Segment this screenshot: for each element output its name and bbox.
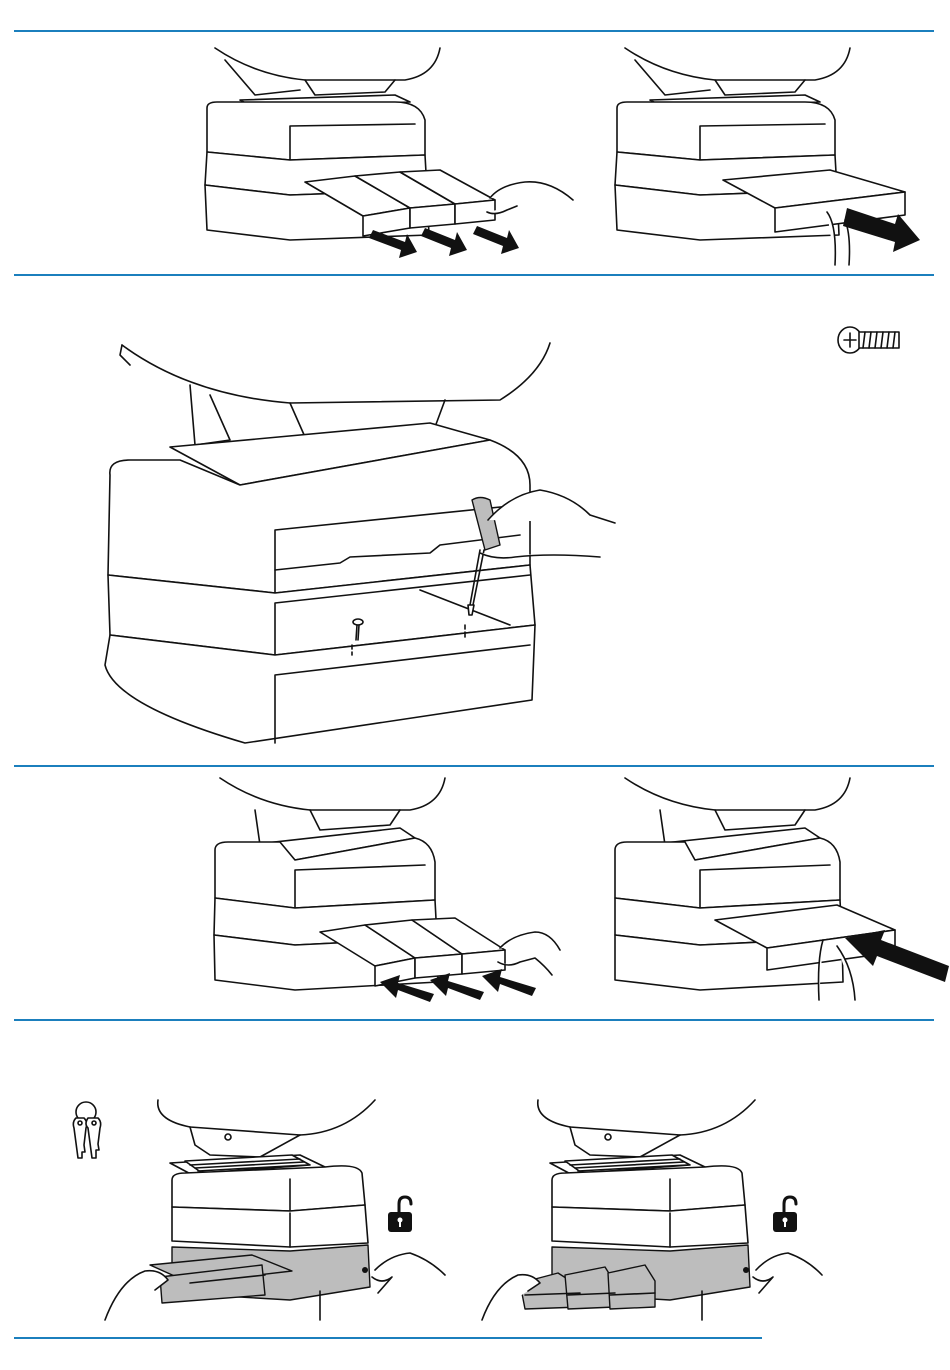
section-rule-bottom — [14, 1337, 762, 1339]
push-arrow-icon — [482, 969, 536, 996]
pull-arrow-icon — [473, 226, 519, 254]
hand-icon — [487, 182, 573, 214]
drawer-lock-icon — [362, 1267, 368, 1273]
unlock-padlock-icon — [770, 1194, 804, 1234]
section-rule-3 — [14, 1019, 934, 1021]
section-rule-2 — [14, 765, 934, 767]
panel-remove-large-drawer — [605, 40, 935, 270]
panel-insert-small-drawers — [200, 770, 590, 1010]
pull-arrow-icon — [421, 228, 467, 256]
drawer-module-highlighted — [150, 1245, 370, 1320]
unlock-padlock-icon — [385, 1194, 419, 1234]
panel-unscrew-drawer-module — [100, 325, 620, 755]
drawer-module-highlighted — [520, 1245, 750, 1320]
panel-remove-small-drawers — [195, 40, 585, 270]
screw-icon — [835, 322, 905, 362]
section-rule-1 — [14, 274, 934, 276]
panel-insert-large-drawer — [605, 770, 950, 1010]
hand-icon — [372, 1253, 445, 1293]
hand-icon — [105, 1271, 168, 1320]
drawer-lock-icon — [743, 1267, 749, 1273]
section-rule-top — [14, 30, 934, 32]
hand-icon — [498, 932, 560, 975]
hand-icon — [753, 1253, 822, 1293]
